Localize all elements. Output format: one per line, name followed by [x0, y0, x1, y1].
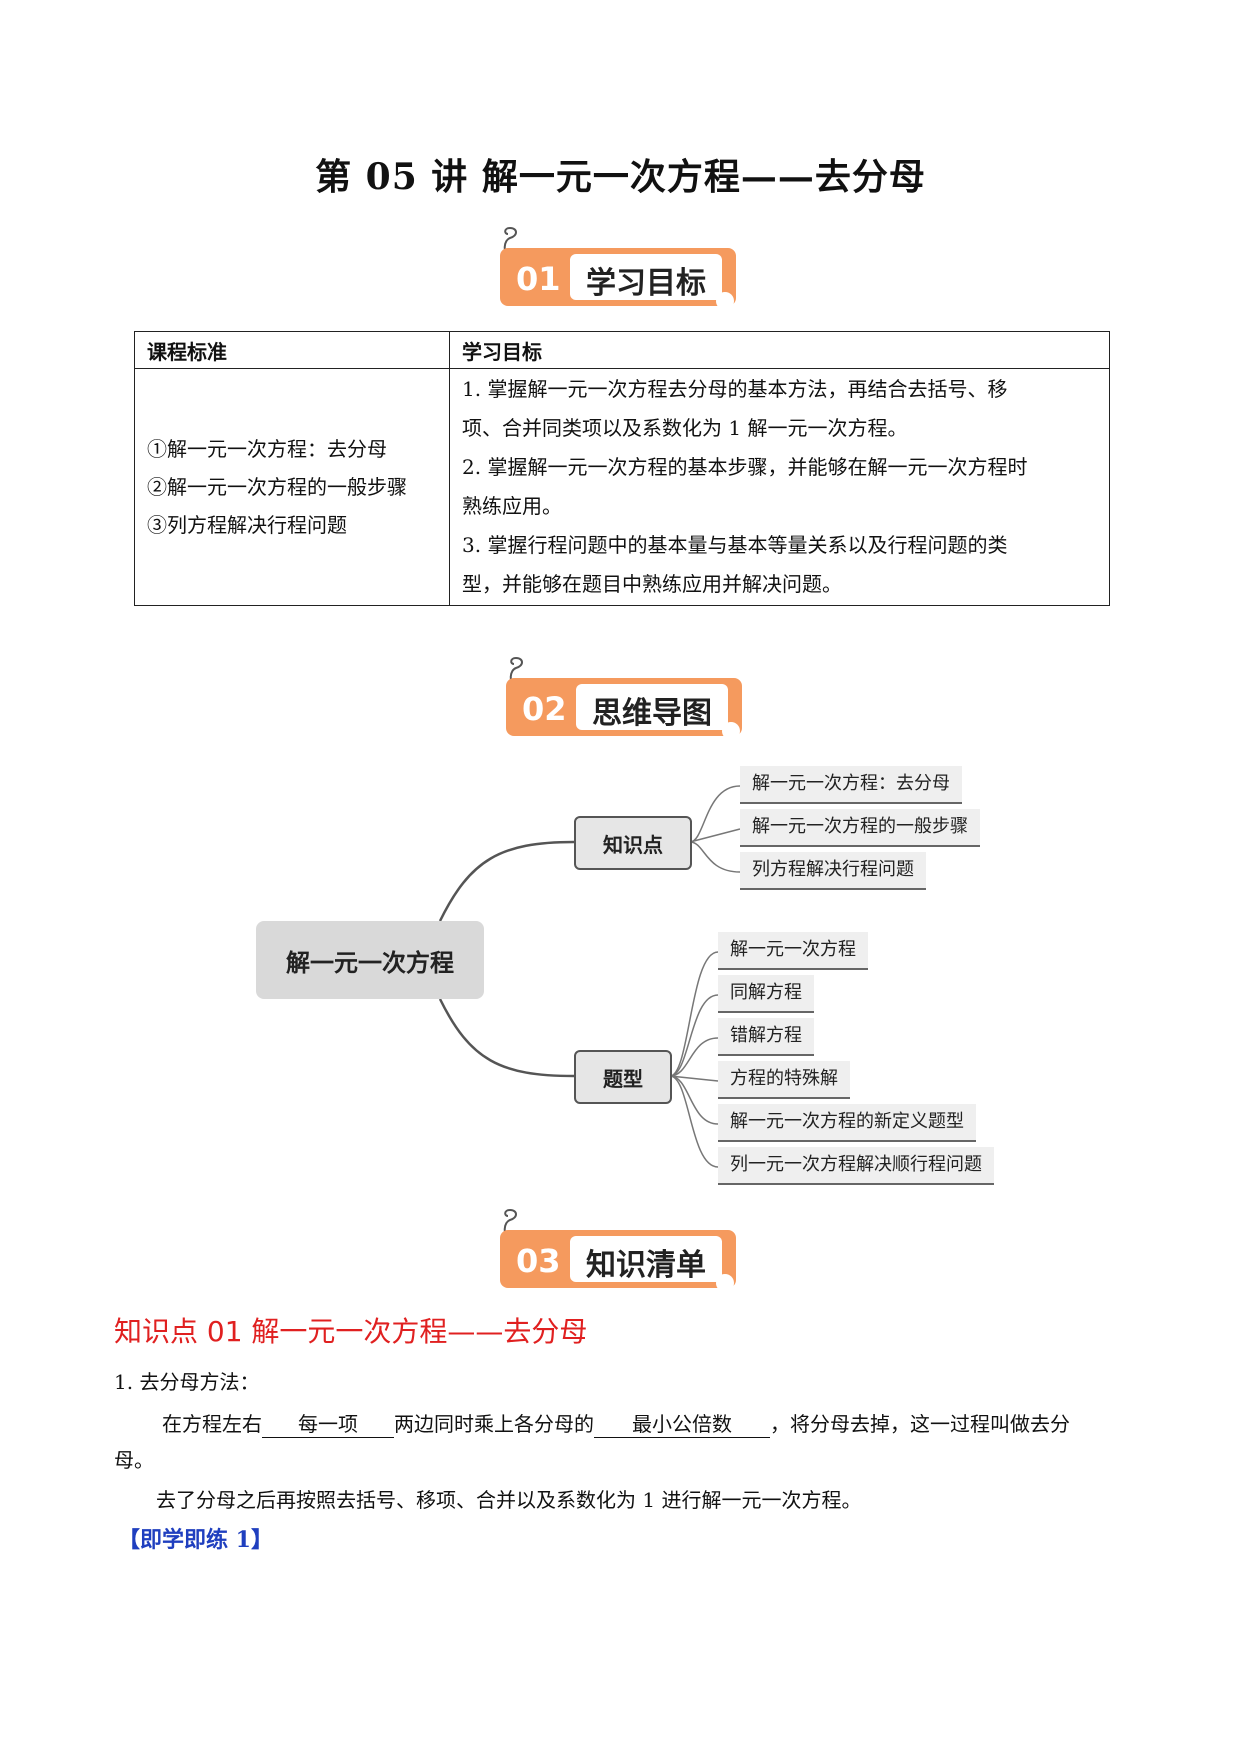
fill-blank-answer: 最小公倍数: [594, 1408, 770, 1438]
paragraph-1: 在方程左右每一项两边同时乘上各分母的最小公倍数，将分母去掉，这一过程叫做去分: [162, 1408, 1142, 1438]
goal-line: 熟练应用。: [462, 494, 562, 518]
mindmap-leaf: 错解方程: [718, 1018, 814, 1056]
section-label: 思维导图: [592, 696, 712, 731]
mindmap-leaf: 解一元一次方程：去分母: [740, 766, 962, 804]
goals-table: 课程标准 学习目标 ①解一元一次方程：去分母 ②解一元一次方程的一般步骤 ③列方…: [134, 331, 1110, 606]
section-banner-mindmap: 02 思维导图: [496, 652, 756, 742]
fill-blank-answer: 每一项: [262, 1408, 394, 1438]
clip-icon: [503, 1208, 517, 1243]
goal-line: 2. 掌握解一元一次方程的基本步骤，并能够在解一元一次方程时: [462, 455, 1028, 479]
mindmap-leaf: 解一元一次方程的新定义题型: [718, 1104, 976, 1142]
section-number: 01: [516, 260, 561, 298]
goal-line: 3. 掌握行程问题中的基本量与基本等量关系以及行程问题的类: [462, 533, 1008, 557]
mindmap-leaf: 列一元一次方程解决顺行程问题: [718, 1147, 994, 1185]
section-number: 03: [516, 1242, 561, 1280]
section-label: 知识清单: [586, 1248, 706, 1283]
clip-icon: [509, 656, 523, 691]
page-title: 第 05 讲 解一元一次方程——去分母: [315, 156, 926, 198]
mindmap-leaf: 解一元一次方程: [718, 932, 868, 970]
goals-cell: 1. 掌握解一元一次方程去分母的基本方法，再结合去括号、移 项、合并同类项以及系…: [449, 368, 1110, 606]
mindmap-root: 解一元一次方程: [256, 921, 484, 999]
table-header-goal: 学习目标: [449, 331, 1110, 369]
knowledge-point-title: 知识点 01 解一元一次方程——去分母: [114, 1315, 588, 1348]
mindmap-leaf: 方程的特殊解: [718, 1061, 850, 1099]
paragraph-1-continued: 母。: [114, 1448, 154, 1472]
section-banner-knowledge: 03 知识清单: [490, 1204, 750, 1294]
standard-item: ②解一元一次方程的一般步骤: [147, 475, 407, 499]
mindmap-branch-knowledge: 知识点: [574, 816, 692, 870]
standard-item: ③列方程解决行程问题: [147, 513, 347, 537]
clip-icon: [503, 226, 517, 261]
standards-cell: ①解一元一次方程：去分母 ②解一元一次方程的一般步骤 ③列方程解决行程问题: [134, 368, 450, 606]
mindmap-leaf: 列方程解决行程问题: [740, 852, 926, 890]
section-number: 02: [522, 690, 567, 728]
mindmap-leaf: 解一元一次方程的一般步骤: [740, 809, 980, 847]
paragraph-2: 去了分母之后再按照去括号、移项、合并以及系数化为 1 进行解一元一次方程。: [156, 1488, 862, 1512]
item-heading: 1. 去分母方法：: [114, 1370, 260, 1394]
goal-line: 项、合并同类项以及系数化为 1 解一元一次方程。: [462, 416, 908, 440]
mindmap-leaf: 同解方程: [718, 975, 814, 1013]
section-banner-goals: 01 学习目标: [490, 222, 750, 312]
mindmap-branch-question-types: 题型: [574, 1050, 672, 1104]
table-header-standard: 课程标准: [134, 331, 450, 369]
text: 在方程左右: [162, 1412, 262, 1436]
text: 两边同时乘上各分母的: [394, 1412, 594, 1436]
standard-item: ①解一元一次方程：去分母: [147, 437, 387, 461]
goal-line: 型，并能够在题目中熟练应用并解决问题。: [462, 572, 842, 596]
text: ，将分母去掉，这一过程叫做去分: [770, 1412, 1070, 1436]
goal-line: 1. 掌握解一元一次方程去分母的基本方法，再结合去括号、移: [462, 377, 1008, 401]
section-label: 学习目标: [586, 266, 706, 301]
practice-heading: 【即学即练 1】: [118, 1527, 273, 1553]
